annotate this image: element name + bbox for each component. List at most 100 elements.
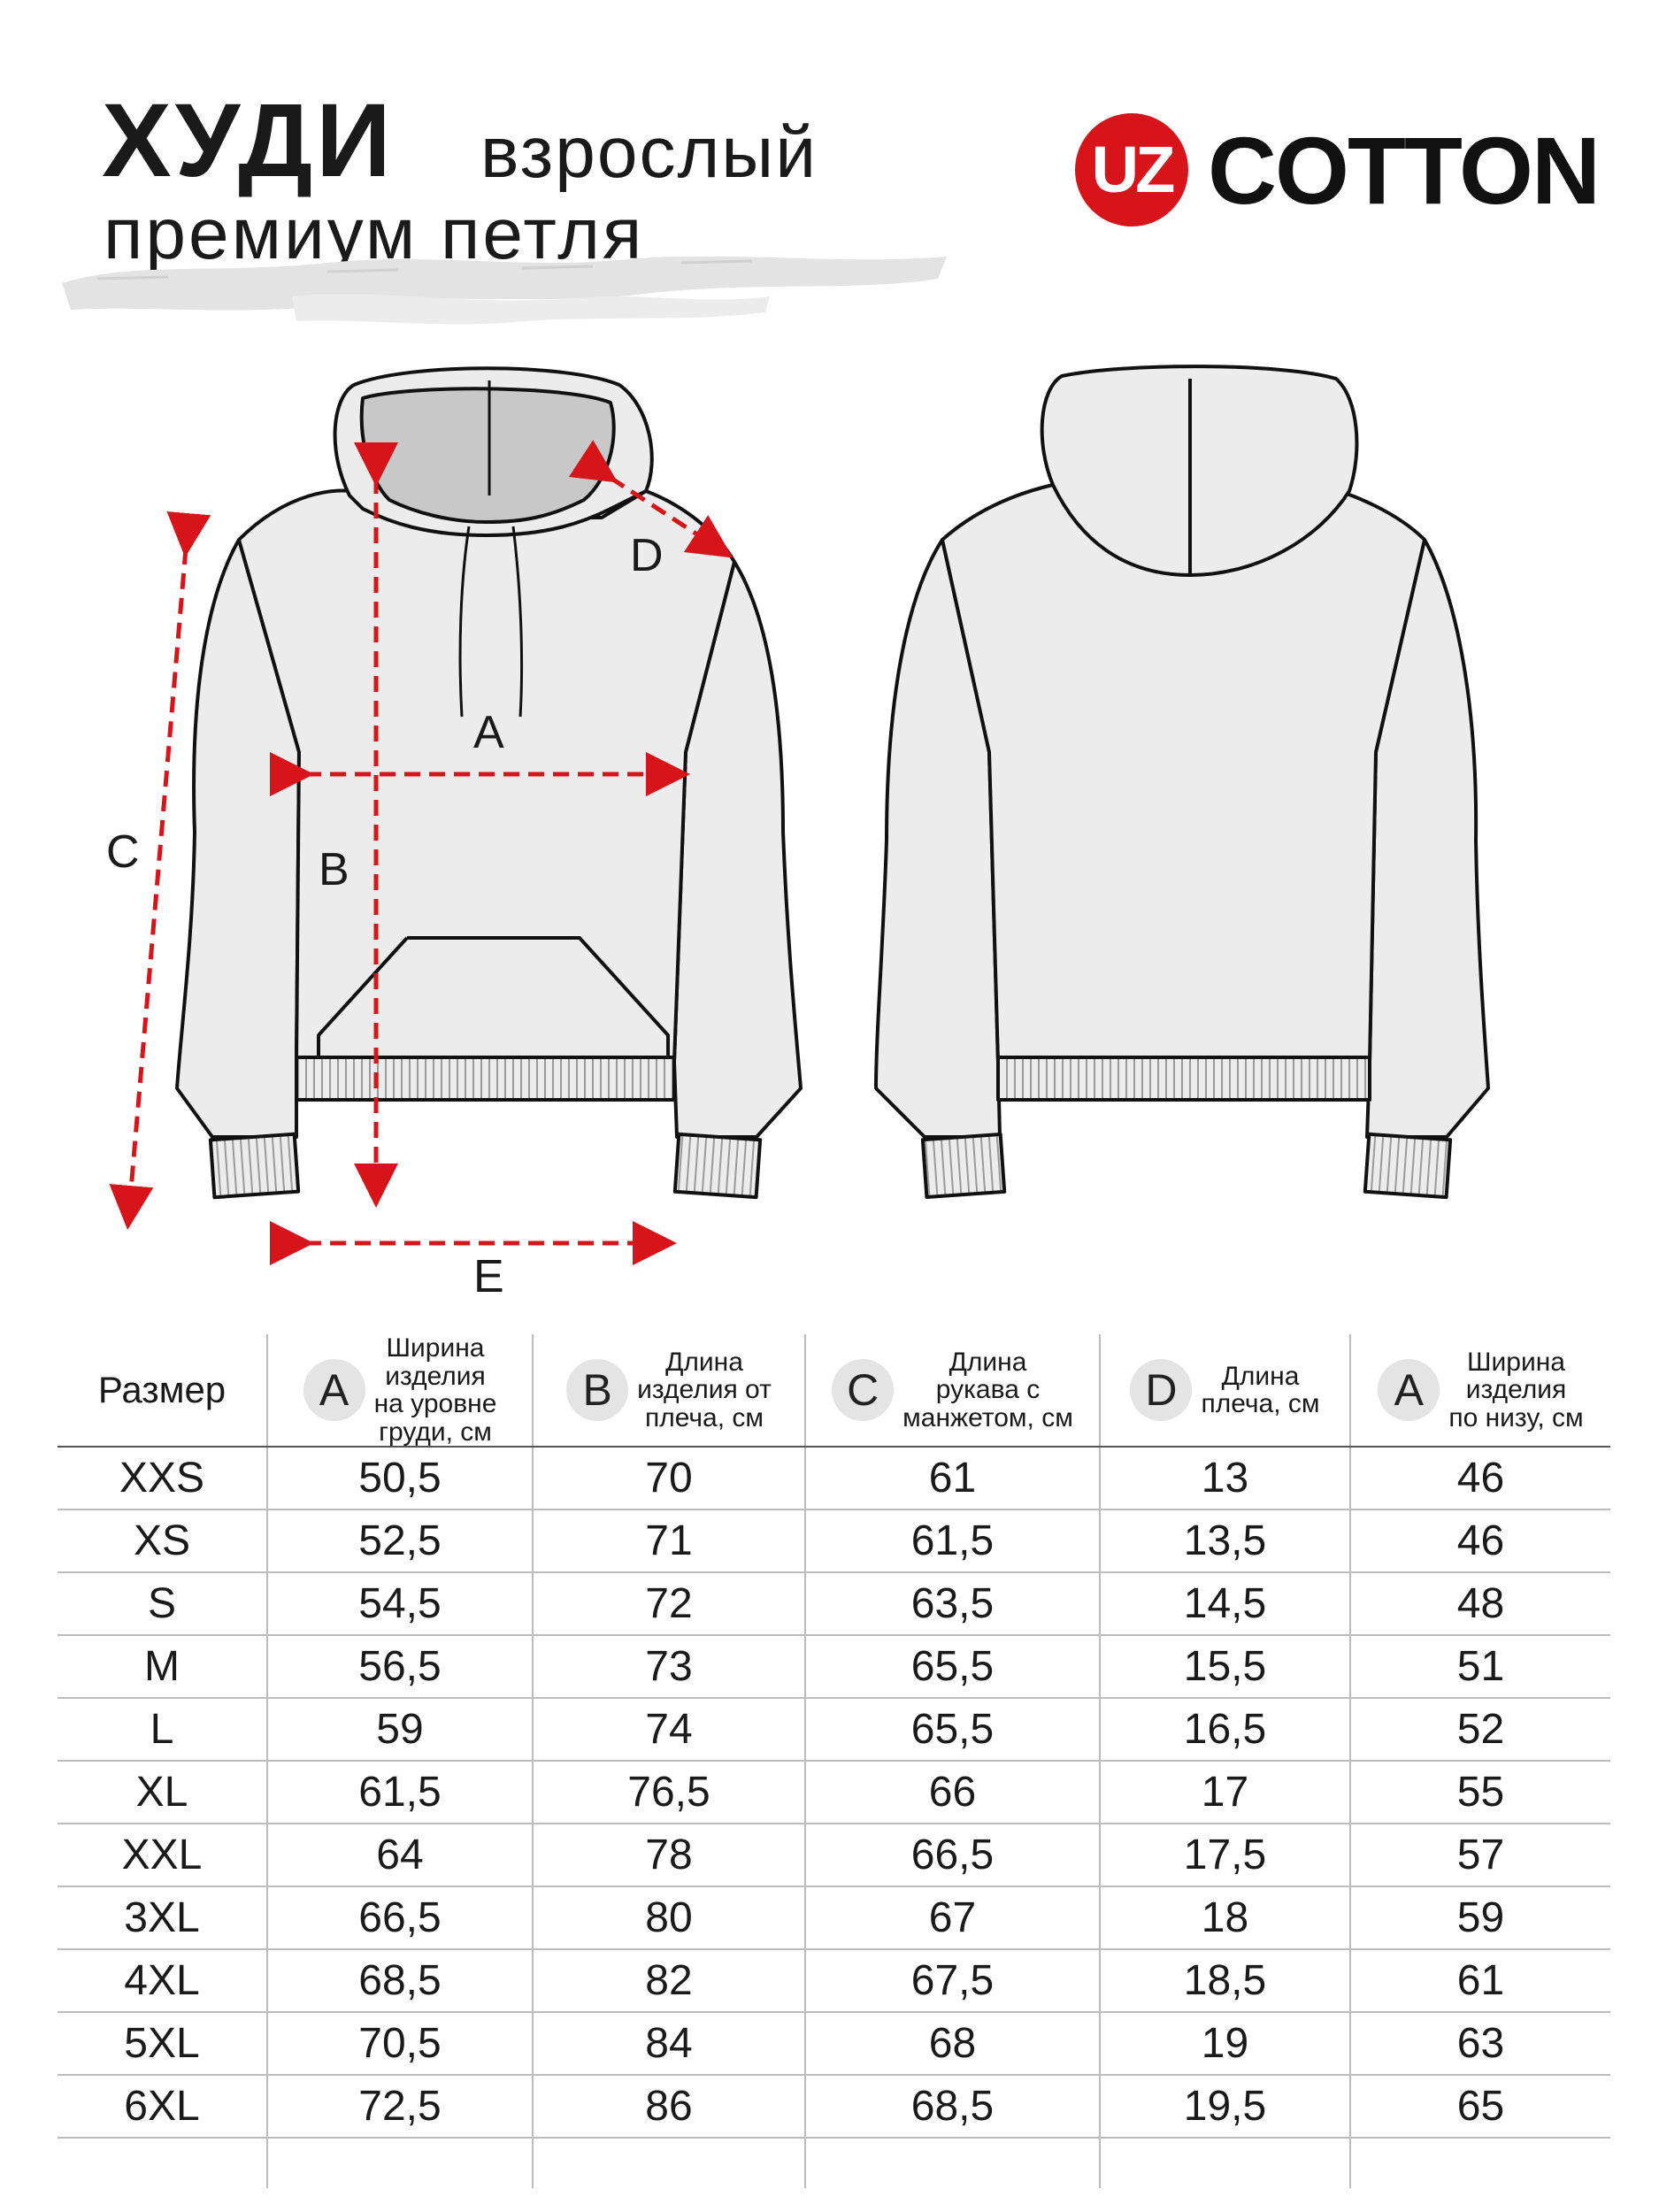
value-cell: 76,5 — [532, 1761, 805, 1824]
value-cell: 65,5 — [804, 1635, 1100, 1699]
value-cell: 63,5 — [804, 1572, 1100, 1636]
value-cell: 54,5 — [266, 1572, 533, 1636]
value-cell: 55 — [1349, 1761, 1610, 1824]
drawstring-left — [458, 526, 471, 718]
empty-cell — [1099, 2138, 1350, 2188]
front-hem-rib — [295, 1056, 676, 1102]
table-empty-row — [58, 2138, 1610, 2188]
column-description: Длина изделия от плеча, см — [637, 1347, 772, 1432]
back-right-sleeve — [1365, 538, 1490, 1139]
empty-cell — [58, 2138, 267, 2188]
size-cell: XL — [58, 1761, 267, 1824]
value-cell: 61 — [1349, 1949, 1610, 2013]
size-cell: XXS — [58, 1447, 267, 1510]
value-cell: 52,5 — [266, 1509, 533, 1573]
arrow-d — [568, 440, 733, 558]
size-cell: 3XL — [58, 1886, 267, 1950]
value-cell: 59 — [266, 1698, 533, 1762]
size-column-header: Размер — [58, 1334, 267, 1448]
value-cell: 80 — [532, 1886, 805, 1950]
value-cell: 72 — [532, 1572, 805, 1636]
arrow-c — [109, 511, 211, 1230]
empty-cell — [266, 2138, 533, 2188]
value-cell: 18,5 — [1099, 1949, 1350, 2013]
column-letter-badge: A — [1378, 1359, 1440, 1421]
column-description: Ширина изделия на уровне груди, см — [373, 1333, 497, 1447]
size-cell: M — [58, 1635, 267, 1699]
value-cell: 68,5 — [804, 2075, 1100, 2139]
brush-stroke-decoration — [62, 256, 947, 325]
hoodie-measurement-diagram: A B C D E — [106, 365, 1490, 1302]
value-cell: 19,5 — [1099, 2075, 1350, 2139]
value-cell: 78 — [532, 1824, 805, 1887]
value-cell: 65,5 — [804, 1698, 1100, 1762]
value-cell: 63 — [1349, 2012, 1610, 2076]
label-c: C — [106, 826, 140, 878]
front-view — [175, 366, 803, 1200]
value-cell: 68 — [804, 2012, 1100, 2076]
empty-cell — [804, 2138, 1100, 2188]
value-cell: 61,5 — [266, 1761, 533, 1824]
value-cell: 66 — [804, 1761, 1100, 1824]
title-subtitle-1: взрослый — [480, 112, 818, 193]
value-cell: 82 — [532, 1949, 805, 2013]
value-cell: 17 — [1099, 1761, 1350, 1824]
value-cell: 67,5 — [804, 1949, 1100, 2013]
value-cell: 74 — [532, 1698, 805, 1762]
size-cell: 5XL — [58, 2012, 267, 2076]
value-cell: 56,5 — [266, 1635, 533, 1699]
value-cell: 15,5 — [1099, 1635, 1350, 1699]
back-hem-rib — [996, 1056, 1371, 1102]
value-cell: 61 — [804, 1447, 1100, 1510]
back-left-sleeve — [874, 538, 1002, 1139]
front-right-cuff — [672, 1132, 763, 1200]
column-description: Длина плеча, см — [1201, 1361, 1320, 1418]
page-title: ХУДИ — [102, 82, 395, 199]
value-cell: 13 — [1099, 1447, 1350, 1510]
column-description: Длина рукава с манжетом, см — [902, 1347, 1073, 1432]
value-cell: 14,5 — [1099, 1572, 1350, 1636]
value-cell: 86 — [532, 2075, 805, 2139]
value-cell: 68,5 — [266, 1949, 533, 2013]
value-cell: 18 — [1099, 1886, 1350, 1950]
back-left-cuff — [920, 1133, 1007, 1199]
value-cell: 46 — [1349, 1509, 1610, 1573]
value-cell: 71 — [532, 1509, 805, 1573]
value-cell: 57 — [1349, 1824, 1610, 1887]
value-cell: 19 — [1099, 2012, 1350, 2076]
value-cell: 70 — [532, 1447, 805, 1510]
column-description: Ширина изделия по низу, см — [1448, 1347, 1584, 1432]
value-cell: 50,5 — [266, 1447, 533, 1510]
column-letter-badge: A — [303, 1359, 365, 1421]
value-cell: 67 — [804, 1886, 1100, 1950]
label-a: A — [473, 707, 504, 758]
back-right-cuff — [1363, 1132, 1453, 1200]
front-hood-opening — [359, 387, 616, 524]
value-cell: 64 — [266, 1824, 533, 1887]
value-cell: 52 — [1349, 1698, 1610, 1762]
size-cell: 6XL — [58, 2075, 267, 2139]
value-cell: 70,5 — [266, 2012, 533, 2076]
empty-cell — [1349, 2138, 1610, 2188]
column-letter-badge: B — [566, 1359, 629, 1421]
label-e: E — [473, 1251, 504, 1302]
value-cell: 61,5 — [804, 1509, 1100, 1573]
size-cell: 4XL — [58, 1949, 267, 2013]
size-cell: L — [58, 1698, 267, 1762]
value-cell: 66,5 — [266, 1886, 533, 1950]
value-cell: 65 — [1349, 2075, 1610, 2139]
